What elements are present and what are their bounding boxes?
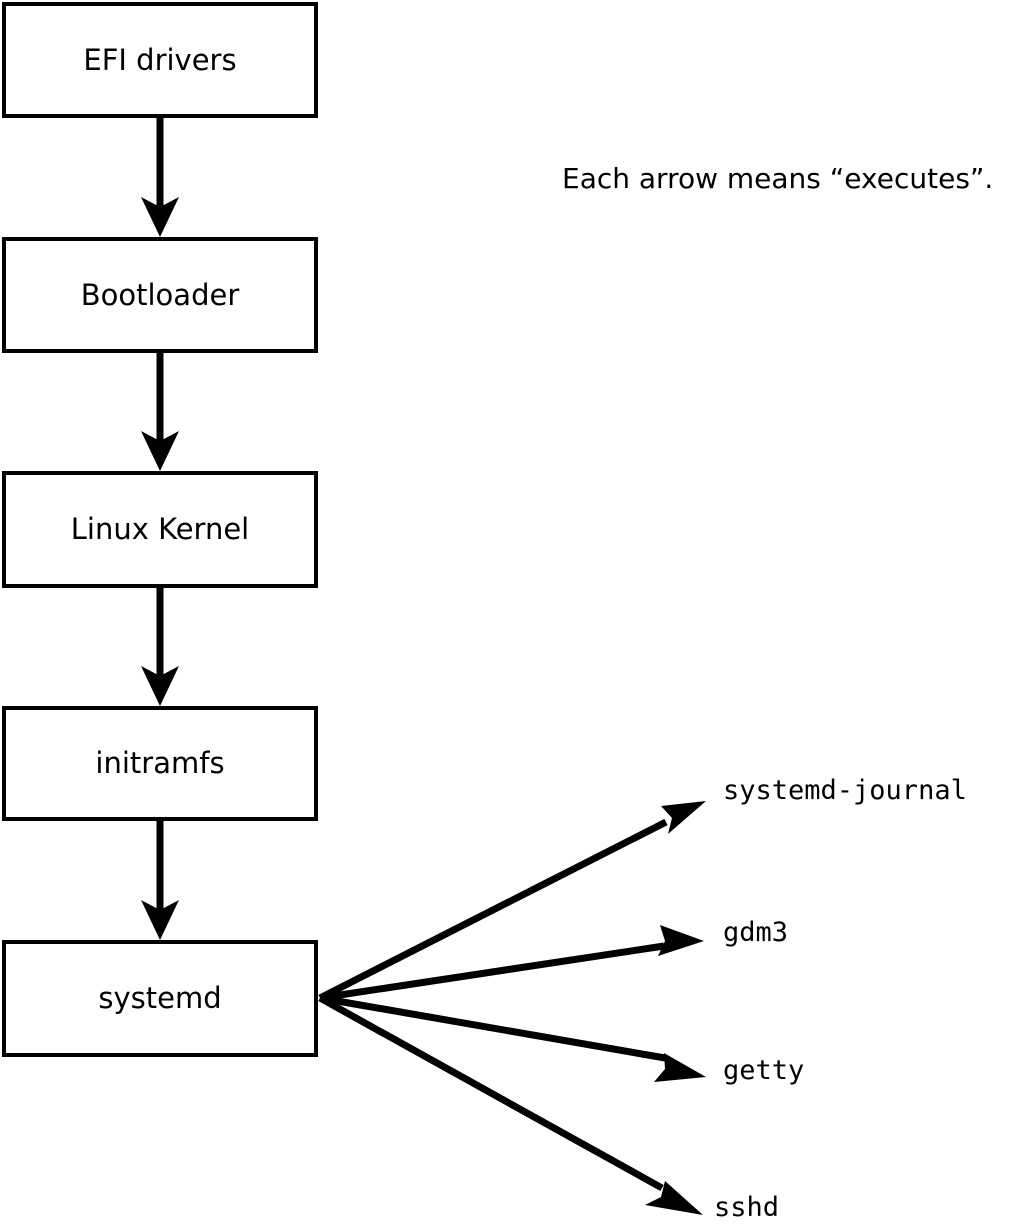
arrow-systemd-to-gdm3 xyxy=(319,925,704,1002)
leaf-label-systemd-journal[interactable]: systemd-journal xyxy=(723,775,967,806)
arrow-kernel-to-initramfs xyxy=(141,588,179,706)
arrow-initramfs-to-systemd xyxy=(141,821,179,940)
node-systemd[interactable]: systemd xyxy=(2,940,318,1057)
node-bootloader[interactable]: Bootloader xyxy=(2,237,318,353)
leaf-label-gdm3[interactable]: gdm3 xyxy=(723,917,789,948)
node-label-systemd: systemd xyxy=(98,981,222,1015)
arrow-systemd-to-getty xyxy=(319,994,706,1082)
arrow-systemd-to-sshd xyxy=(318,994,703,1215)
arrow-bootloader-to-kernel xyxy=(141,353,179,471)
node-label-linux-kernel: Linux Kernel xyxy=(70,512,250,546)
arrow-efi-to-bootloader xyxy=(141,118,179,237)
leaf-label-sshd[interactable]: sshd xyxy=(714,1192,780,1223)
node-efi-drivers[interactable]: EFI drivers xyxy=(2,2,318,118)
arrow-systemd-to-systemd-journal xyxy=(318,801,706,1002)
leaf-label-getty[interactable]: getty xyxy=(723,1055,805,1086)
node-label-initramfs: initramfs xyxy=(95,746,225,780)
legend-note: Each arrow means “executes”. xyxy=(562,162,994,195)
node-initramfs[interactable]: initramfs xyxy=(2,706,318,821)
node-label-bootloader: Bootloader xyxy=(80,277,240,312)
node-label-efi-drivers: EFI drivers xyxy=(83,42,237,77)
node-linux-kernel[interactable]: Linux Kernel xyxy=(2,471,318,588)
